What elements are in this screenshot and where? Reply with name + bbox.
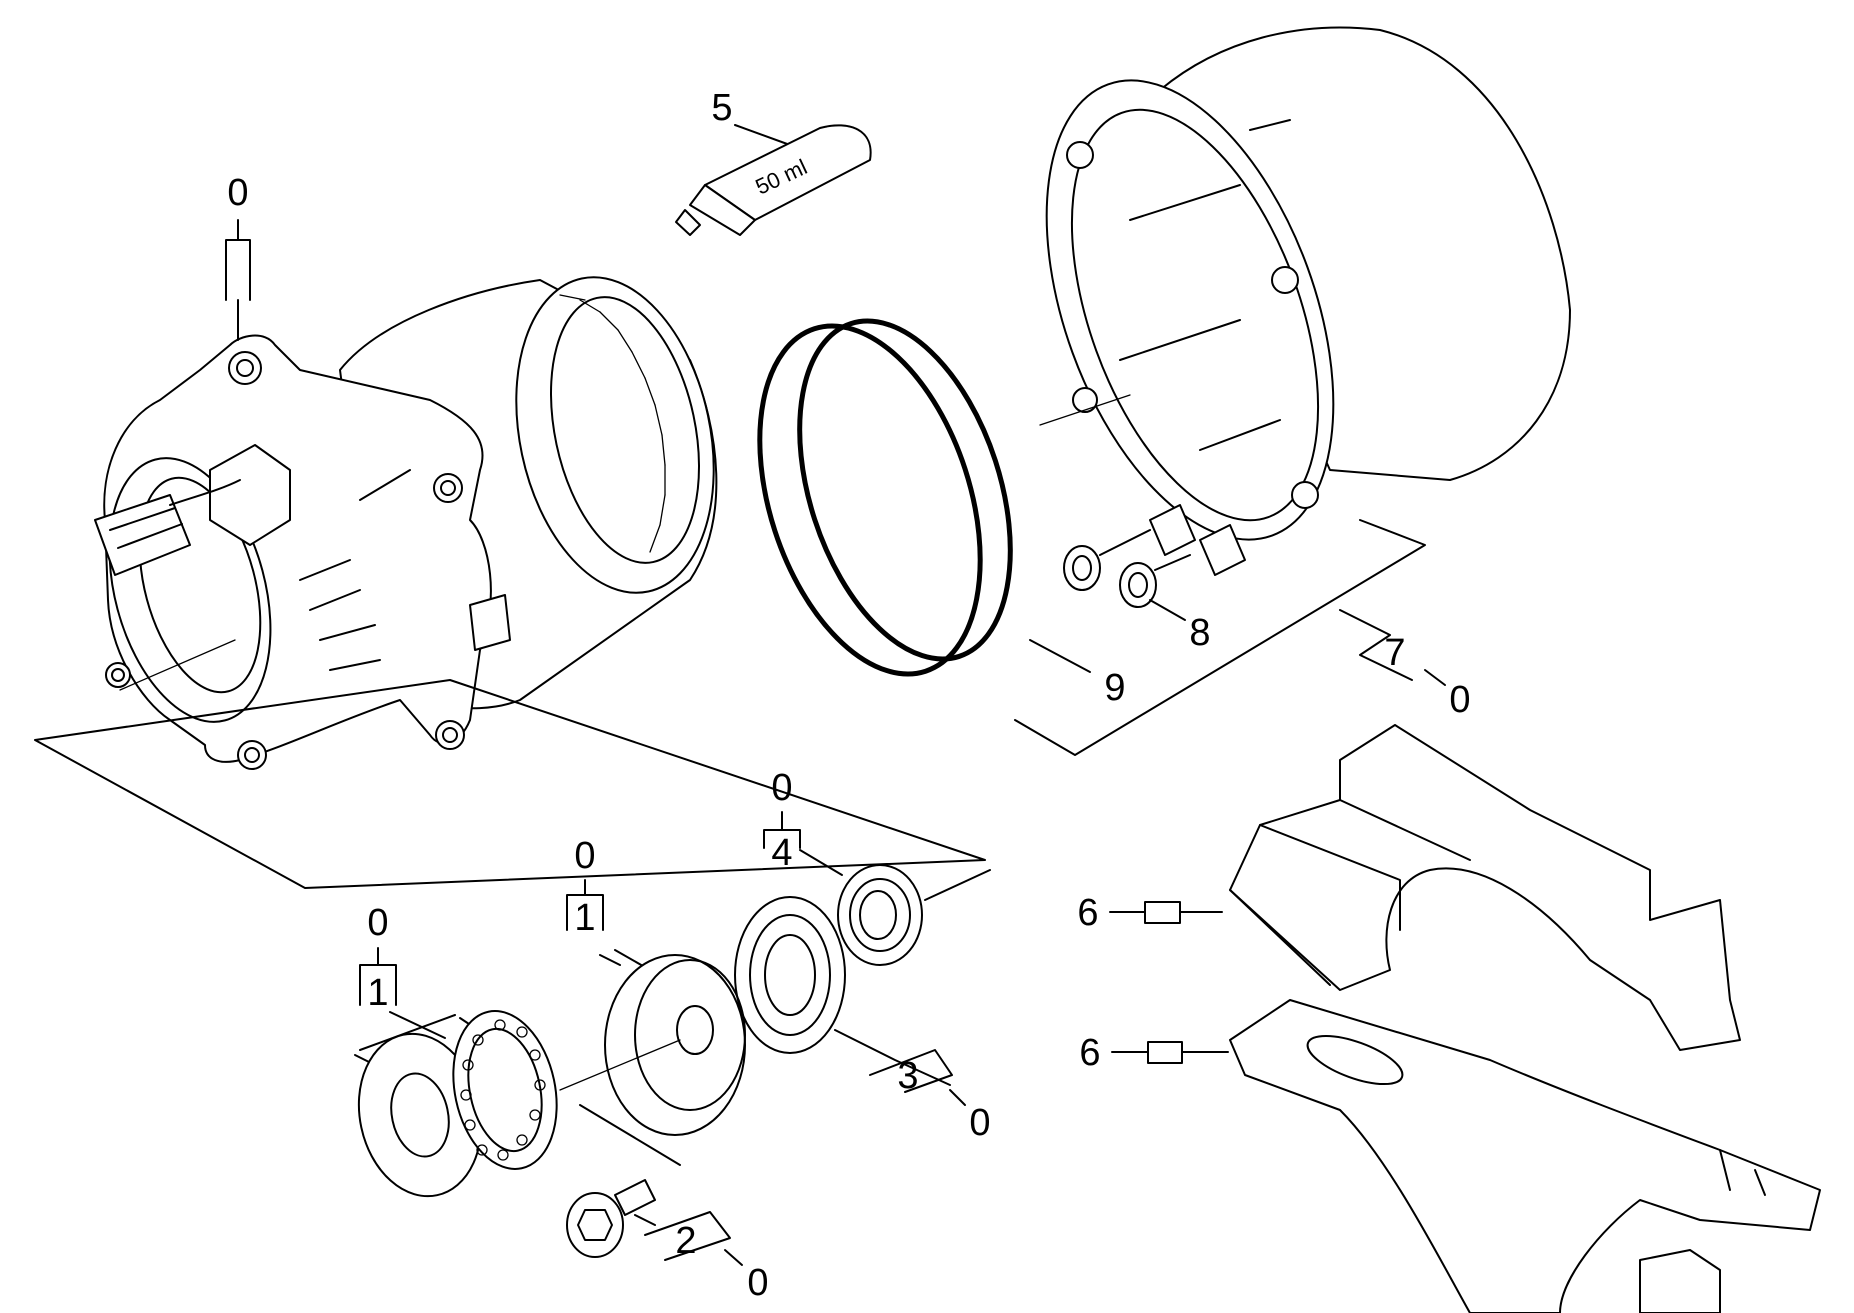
label-screw: 2 — [675, 1220, 696, 1262]
screw: 2 0 — [566, 1104, 769, 1304]
label-ball-bearing: 3 — [897, 1055, 918, 1097]
label-motor-ref: 0 — [227, 172, 248, 214]
motor-assembly — [94, 276, 718, 770]
label-bracket-upper: 6 — [1077, 892, 1098, 934]
label-bracket-lower: 6 — [1079, 1032, 1100, 1074]
label-bearing-top-ref: 0 — [771, 767, 792, 809]
bearing-flange: 0 1 — [559, 835, 746, 1136]
label-ball-bearing-ref: 0 — [969, 1102, 990, 1144]
thrust-washer-set: 0 1 — [354, 902, 558, 1198]
lower-bracket: 6 — [1079, 999, 1821, 1313]
label-oring-small: 8 — [1189, 612, 1210, 654]
label-flange-item: 1 — [574, 897, 595, 939]
label-oring-large: 9 — [1104, 667, 1125, 709]
label-bearing-item: 4 — [771, 832, 792, 874]
pump-housing: 7 0 — [1014, 26, 1571, 756]
grease-tube: 5 50 ml — [675, 87, 872, 236]
shaft-seal: 0 4 — [763, 767, 991, 966]
motor-group-frame — [34, 679, 986, 889]
large-oring: 9 — [757, 318, 1126, 709]
label-screw-ref: 0 — [747, 1262, 768, 1304]
small-orings: 8 — [1063, 529, 1211, 654]
upper-bracket: 6 — [1077, 724, 1741, 1051]
ball-bearing: 3 0 — [734, 896, 991, 1144]
label-flange-top-ref: 0 — [574, 835, 595, 877]
motor-callout: 0 — [225, 172, 251, 341]
label-pump-housing: 7 — [1384, 632, 1405, 674]
label-pump-housing-ref: 0 — [1449, 679, 1470, 721]
label-tube: 5 — [711, 87, 732, 129]
label-washer-top-ref: 0 — [367, 902, 388, 944]
label-washer-item: 1 — [367, 972, 388, 1014]
